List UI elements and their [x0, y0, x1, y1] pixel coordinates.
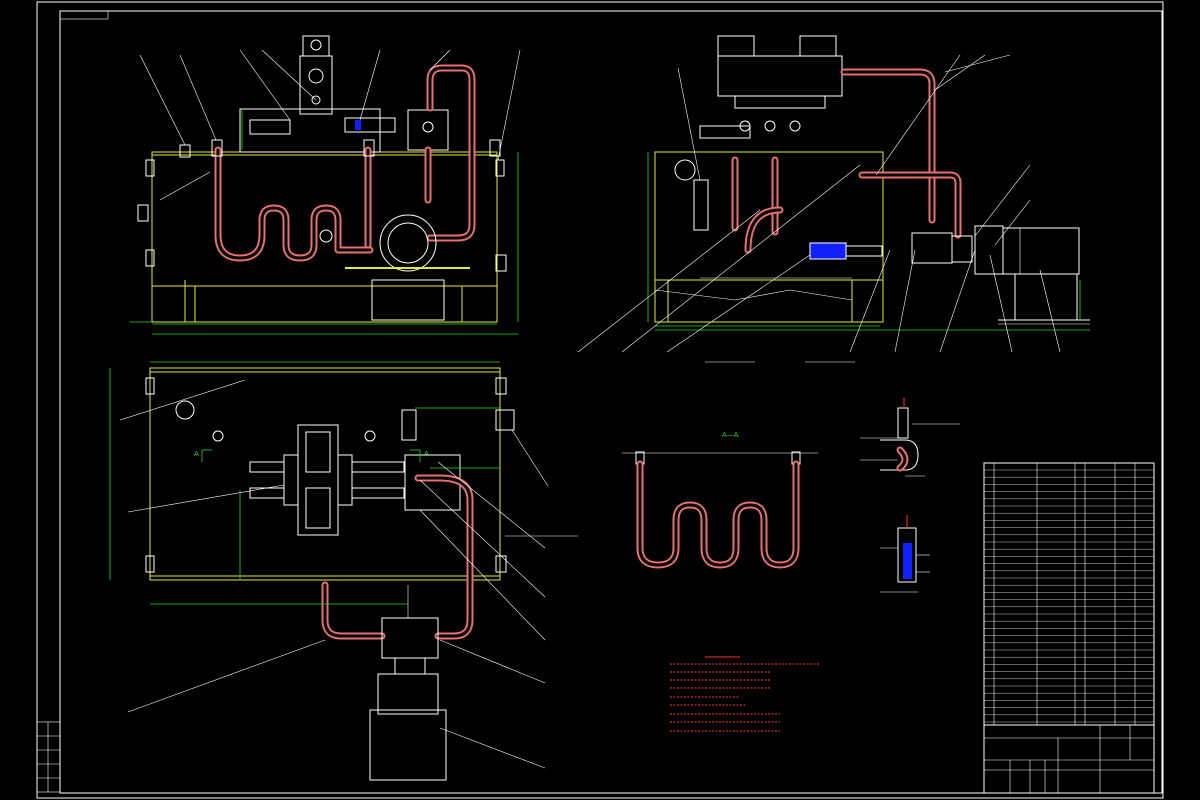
section-a-a: A—A: [622, 431, 818, 569]
parts-list-table: [983, 462, 1155, 726]
section-markers: A A: [194, 449, 429, 462]
front-view: [130, 35, 521, 335]
binding-strip: [36, 721, 61, 793]
corner-code-box: [59, 10, 109, 20]
section-arrow-left: A: [194, 450, 199, 458]
section-arrow-right: A: [424, 450, 429, 458]
top-view: [109, 361, 578, 781]
filter-element: [809, 242, 847, 260]
sheet-inner-border: [59, 10, 1163, 794]
title-block: [983, 724, 1155, 794]
detail-views: [860, 398, 960, 593]
section-label: A—A: [722, 431, 739, 439]
sheet-outer-border: [36, 1, 1164, 799]
parts-list-rows: [984, 469, 1154, 723]
side-view: [577, 35, 1090, 363]
technical-notes-graphic: [670, 656, 820, 732]
